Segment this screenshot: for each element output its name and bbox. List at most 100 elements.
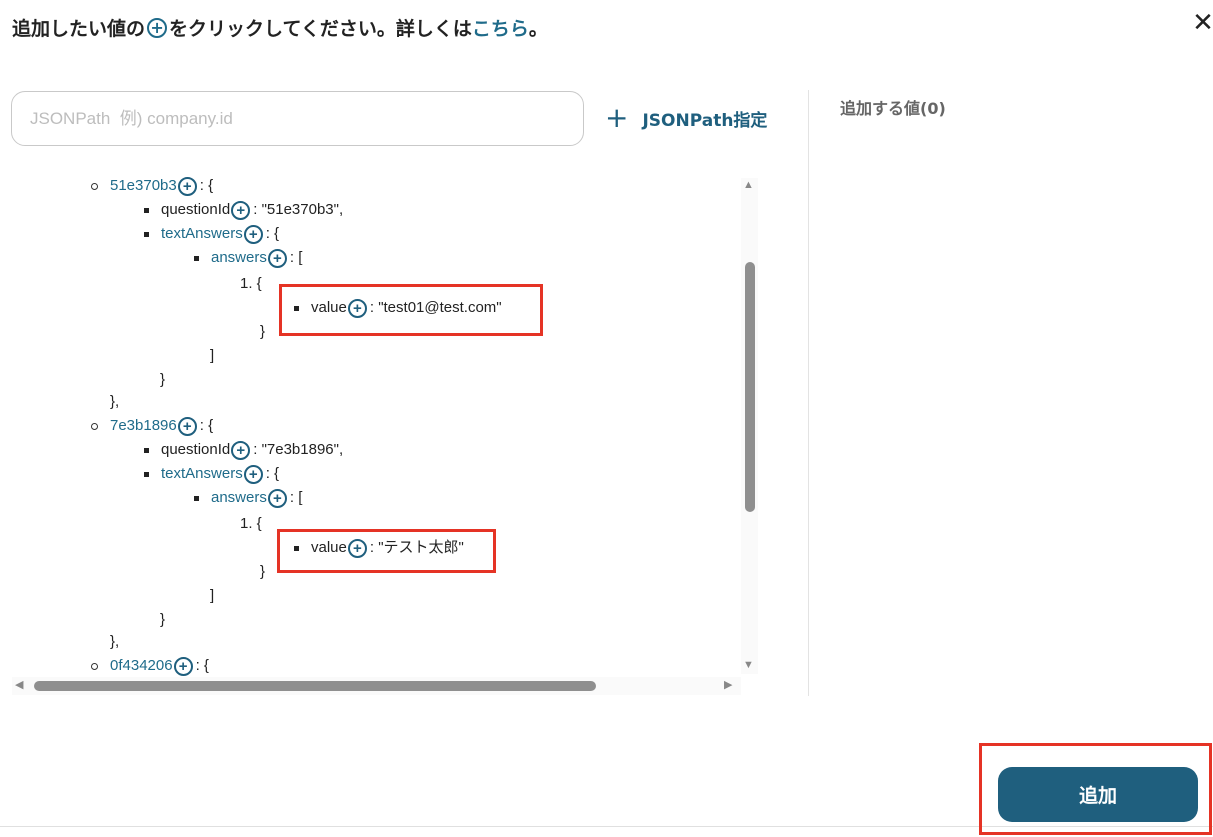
tree-key: value	[311, 299, 347, 316]
added-values-title: 追加する値(0)	[840, 99, 946, 118]
tree-row: textAnswers + : {	[144, 462, 279, 486]
tree-key: 7e3b1896	[110, 417, 177, 434]
add-value-plus-icon[interactable]: +	[231, 200, 251, 220]
tree-value: : [	[289, 489, 303, 506]
tree-key: 51e370b3	[110, 177, 177, 194]
add-value-plus-icon[interactable]: +	[347, 298, 367, 318]
add-button[interactable]: 追加	[998, 767, 1198, 822]
tree-row: value + : "test01@test.com"	[294, 296, 502, 320]
tree-value: : {	[199, 417, 214, 434]
tree-value: : [	[289, 249, 303, 266]
value-highlight-box	[277, 529, 496, 573]
tree-value: : {	[265, 225, 280, 242]
instruction-text-before: 追加したい値の	[12, 18, 146, 40]
tree-value: : {	[265, 465, 280, 482]
tree-row: questionId + : "7e3b1896",	[144, 438, 343, 462]
jsonpath-input[interactable]	[11, 91, 584, 146]
help-link[interactable]: こちら	[471, 18, 529, 40]
tree-key: answers	[211, 249, 267, 266]
tree-key: questionId	[161, 201, 231, 218]
tree-row: },	[110, 630, 119, 654]
tree-row: 1. {	[240, 272, 262, 296]
bullet-square	[144, 231, 149, 237]
tree-value: : "テスト太郎"	[369, 539, 464, 556]
bracket: }	[160, 371, 166, 388]
bullet-circle	[91, 662, 98, 670]
tree-row: 1. {	[240, 512, 262, 536]
tree-row: },	[110, 390, 119, 414]
bullet-circle	[91, 422, 98, 430]
tree-row: answers + : [	[194, 486, 302, 510]
bullet-square	[144, 471, 149, 477]
add-button-highlight-box	[979, 743, 1212, 835]
list-index: 1. {	[240, 275, 262, 292]
vertical-scroll-thumb[interactable]	[745, 262, 755, 512]
horizontal-scroll-thumb[interactable]	[34, 681, 596, 691]
json-tree: 51e370b3 + : { questionId + : "51e370b3"…	[11, 170, 741, 678]
tree-row: }	[260, 560, 265, 584]
bullet-circle	[91, 182, 98, 190]
tree-row: }	[160, 608, 165, 632]
tree-key: answers	[211, 489, 267, 506]
instruction-text: 追加したい値の + をクリックしてください。詳しくは こちら 。	[12, 14, 548, 41]
close-icon[interactable]: ✕	[1192, 8, 1213, 38]
instruction-text-end: 。	[528, 18, 548, 40]
tree-value: : "test01@test.com"	[369, 299, 502, 316]
add-value-plus-icon[interactable]: +	[177, 176, 197, 196]
tree-key: textAnswers	[161, 225, 243, 242]
add-value-plus-icon[interactable]: +	[267, 248, 287, 268]
tree-key: textAnswers	[161, 465, 243, 482]
list-index: 1. {	[240, 515, 262, 532]
bracket: }	[160, 611, 166, 628]
bracket: ]	[210, 587, 215, 604]
plus-icon: +	[605, 101, 629, 134]
add-value-plus-icon[interactable]: +	[243, 464, 263, 484]
tree-value: : "7e3b1896",	[253, 441, 344, 458]
scroll-down-icon[interactable]: ▼	[743, 659, 754, 671]
add-value-plus-icon[interactable]: +	[173, 656, 193, 676]
tree-row: ]	[210, 344, 214, 368]
tree-key: value	[311, 539, 347, 556]
scroll-left-icon[interactable]: ◀	[15, 679, 24, 691]
tree-value: : {	[195, 657, 209, 674]
bracket: },	[110, 393, 120, 410]
tree-key: questionId	[161, 441, 231, 458]
bracket: }	[260, 563, 266, 580]
value-highlight-box	[279, 284, 543, 336]
bullet-square	[144, 207, 149, 213]
bracket: ]	[210, 347, 215, 364]
tree-row: }	[160, 368, 165, 392]
tree-row: questionId + : "51e370b3",	[144, 198, 343, 222]
plus-circle-icon: +	[147, 17, 168, 38]
panel-divider	[808, 90, 809, 696]
bullet-square	[144, 447, 149, 453]
tree-row: }	[260, 320, 265, 344]
footer-divider	[0, 826, 1213, 827]
add-value-plus-icon[interactable]: +	[177, 416, 197, 436]
add-value-plus-icon[interactable]: +	[347, 538, 367, 558]
add-value-plus-icon[interactable]: +	[231, 440, 251, 460]
tree-row: value + : "テスト太郎"	[294, 536, 464, 560]
bracket: },	[110, 633, 120, 650]
tree-row: answers + : [	[194, 246, 302, 270]
tree-key: 0f434206	[110, 657, 173, 674]
tree-row: 0f434206 + : {	[91, 654, 209, 678]
tree-row: ]	[210, 584, 214, 608]
tree-row: 51e370b3 + : {	[91, 174, 213, 198]
bullet-square	[294, 545, 299, 551]
jsonpath-specify-label: JSONPath指定	[642, 110, 768, 131]
tree-value: : {	[199, 177, 214, 194]
add-value-plus-icon[interactable]: +	[267, 488, 287, 508]
bracket: }	[260, 323, 266, 340]
jsonpath-specify-button[interactable]: + JSONPath指定	[605, 104, 767, 132]
tree-row: textAnswers + : {	[144, 222, 279, 246]
bullet-square	[194, 255, 199, 261]
instruction-text-middle: をクリックしてください。詳しくは	[169, 18, 472, 40]
scroll-right-icon[interactable]: ▶	[724, 679, 733, 691]
bullet-square	[294, 305, 299, 311]
add-value-plus-icon[interactable]: +	[243, 224, 263, 244]
tree-row: 7e3b1896 + : {	[91, 414, 213, 438]
scroll-up-icon[interactable]: ▲	[743, 179, 754, 191]
bullet-square	[194, 495, 199, 501]
tree-value: : "51e370b3",	[253, 201, 344, 218]
